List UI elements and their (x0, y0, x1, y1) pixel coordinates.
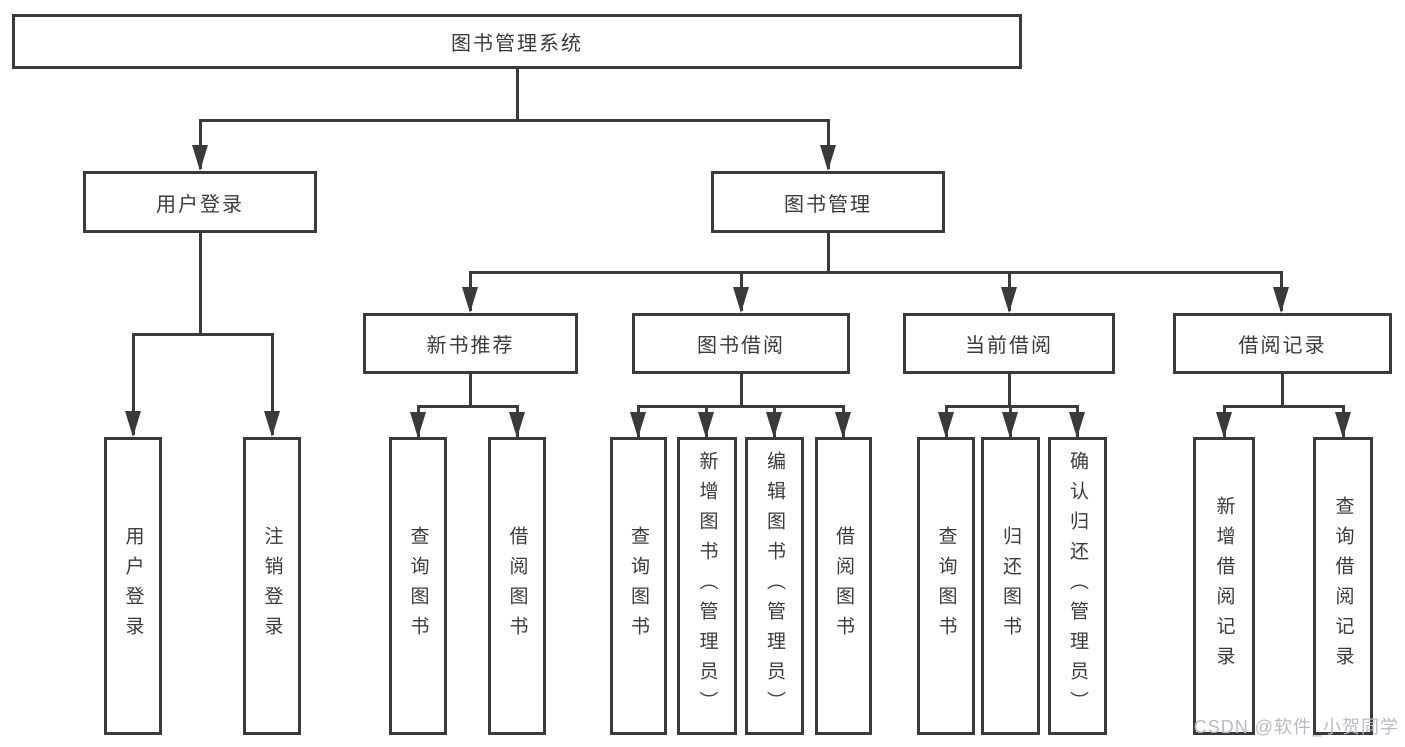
arrowhead-down-icon (1216, 412, 1232, 438)
connector-user-login-stem (199, 233, 202, 335)
leaf-record-add-label: 新增借阅记录 (1213, 496, 1235, 676)
csdn-watermark: CSDN @软件_小贺同学 (1193, 717, 1399, 737)
leaf-newbook-borrow-label: 借阅图书 (506, 526, 528, 646)
arrowhead-down-icon (733, 287, 749, 313)
leaf-bookborrow-edit-label: 编辑图书（管理员） (764, 451, 785, 721)
leaf-bookborrow-add-label: 新增图书（管理员） (696, 451, 718, 721)
arrowhead-down-icon (125, 411, 141, 437)
connector-user-login-drop-1 (132, 333, 135, 435)
connector-book-mgmt-stem (827, 233, 830, 274)
leaf-newbook-query: 查询图书 (389, 437, 447, 735)
connector-new-book-stem (469, 374, 472, 408)
connector-book-mgmt-hbar (470, 271, 1283, 274)
leaf-current-query: 查询图书 (917, 437, 975, 735)
leaf-bookborrow-borrow-label: 借阅图书 (833, 526, 854, 646)
arrowhead-down-icon (835, 412, 851, 438)
node-book-mgmt-label: 图书管理 (784, 193, 872, 216)
arrowhead-down-icon (1001, 287, 1017, 313)
connector-root-drop-left (199, 119, 202, 169)
connector-current-borrow-stem (1008, 374, 1011, 408)
arrowhead-down-icon (820, 145, 836, 171)
node-borrow-record-label: 借阅记录 (1238, 335, 1327, 357)
node-user-login-label: 用户登录 (156, 193, 244, 216)
leaf-current-confirm-return-label: 确认归还（管理员） (1067, 451, 1088, 721)
arrowhead-down-icon (766, 412, 782, 438)
arrowhead-down-icon (698, 412, 714, 438)
node-book-borrow-label: 图书借阅 (697, 335, 785, 357)
leaf-user-login-label: 用户登录 (122, 526, 144, 646)
leaf-newbook-borrow: 借阅图书 (488, 437, 546, 735)
leaf-bookborrow-borrow: 借阅图书 (815, 437, 872, 735)
arrowhead-down-icon (938, 412, 954, 438)
connector-book-borrow-stem (740, 374, 743, 408)
leaf-record-query: 查询借阅记录 (1313, 437, 1373, 735)
node-root-label: 图书管理系统 (451, 33, 583, 55)
arrowhead-down-icon (1002, 412, 1018, 438)
leaf-current-return-label: 归还图书 (1000, 526, 1021, 646)
connector-user-login-drop-2 (271, 333, 274, 435)
node-current-borrow-label: 当前借阅 (965, 335, 1053, 357)
connector-book-borrow-hbar (637, 405, 844, 408)
connector-borrow-record-stem (1281, 374, 1284, 408)
leaf-current-query-label: 查询图书 (935, 526, 957, 646)
arrowhead-down-icon (264, 411, 280, 437)
leaf-record-query-label: 查询借阅记录 (1332, 496, 1354, 676)
node-new-book-label: 新书推荐 (426, 335, 515, 357)
leaf-current-return: 归还图书 (981, 437, 1040, 735)
connector-root-drop-right (827, 119, 830, 169)
leaf-user-login: 用户登录 (104, 437, 162, 735)
arrowhead-down-icon (410, 412, 426, 438)
node-root: 图书管理系统 (12, 14, 1022, 69)
arrowhead-down-icon (509, 412, 525, 438)
connector-user-login-hbar (132, 333, 274, 336)
connector-borrow-record-hbar (1223, 405, 1344, 408)
leaf-bookborrow-query: 查询图书 (610, 437, 667, 735)
leaf-newbook-query-label: 查询图书 (407, 526, 429, 646)
leaf-bookborrow-edit: 编辑图书（管理员） (745, 437, 804, 735)
leaf-bookborrow-add: 新增图书（管理员） (677, 437, 737, 735)
leaf-record-add: 新增借阅记录 (1193, 437, 1255, 735)
leaf-bookborrow-query-label: 查询图书 (628, 526, 649, 646)
connector-new-book-hbar (417, 405, 519, 408)
arrowhead-down-icon (192, 145, 208, 171)
node-book-borrow: 图书借阅 (632, 313, 850, 374)
arrowhead-down-icon (1069, 412, 1085, 438)
connector-root-hbar (199, 119, 830, 122)
leaf-current-confirm-return: 确认归还（管理员） (1048, 437, 1107, 735)
arrowhead-down-icon (1335, 412, 1351, 438)
arrowhead-down-icon (1273, 287, 1289, 313)
connector-root-stem (516, 69, 519, 121)
arrowhead-down-icon (630, 412, 646, 438)
leaf-logout-label: 注销登录 (261, 526, 283, 646)
node-user-login: 用户登录 (83, 171, 317, 233)
node-borrow-record: 借阅记录 (1173, 313, 1392, 374)
node-current-borrow: 当前借阅 (903, 313, 1115, 374)
node-new-book: 新书推荐 (363, 313, 578, 374)
leaf-logout: 注销登录 (243, 437, 301, 735)
arrowhead-down-icon (462, 287, 478, 313)
node-book-mgmt: 图书管理 (711, 171, 945, 233)
